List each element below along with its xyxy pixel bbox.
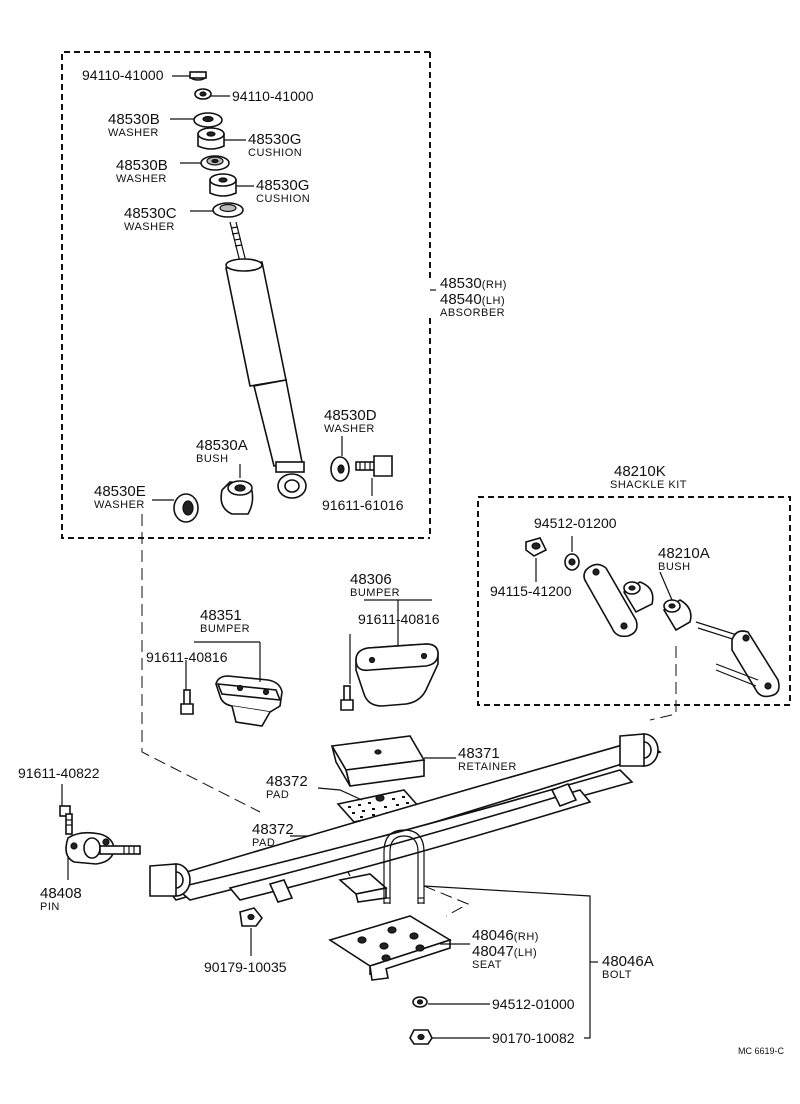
label-48371: 48371	[458, 745, 500, 762]
shock-absorber-icon	[225, 221, 307, 499]
u-bolt-icon	[383, 829, 425, 904]
absorber-group-box	[61, 51, 431, 539]
washer-94512-01000-icon	[412, 996, 428, 1008]
retainer-48371-icon	[330, 735, 426, 787]
label-48530e-sub: WASHER	[94, 499, 145, 511]
cushion-48530g-second-icon	[209, 173, 237, 197]
label-48408-sub: PIN	[40, 901, 60, 913]
bush-second-icon	[662, 599, 692, 632]
label-94110-41000-b: 94110-41000	[232, 88, 314, 104]
washer-48530d-icon	[330, 456, 350, 482]
washer-48530c-icon	[212, 202, 244, 218]
label-48530e: 48530E	[94, 483, 146, 500]
label-48210a: 48210A	[658, 545, 710, 562]
bush-48530a-icon	[220, 480, 254, 515]
label-absorber-sub: ABSORBER	[440, 307, 505, 319]
pin-48408-icon	[65, 831, 141, 865]
label-48210a-sub: BUSH	[658, 561, 691, 573]
label-91611-40816-a: 91611-40816	[358, 611, 440, 627]
label-48530d-sub: WASHER	[324, 423, 375, 435]
label-94115-41200: 94115-41200	[490, 583, 572, 599]
label-48530g-top: 48530G	[248, 131, 301, 148]
label-48210k-sub: SHACKLE KIT	[610, 479, 687, 491]
label-48540-lh: 48540(LH)	[440, 291, 505, 308]
bolt-91611-40816-a-icon	[340, 685, 354, 711]
bolt-91611-61016-icon	[355, 455, 393, 477]
nut-second-icon	[194, 88, 212, 100]
label-48530c: 48530C	[124, 205, 177, 222]
bolt-91611-40822-icon	[59, 805, 73, 835]
shackle-kit-group-box	[477, 496, 791, 706]
label-94110-41000-a: 94110-41000	[82, 67, 164, 83]
label-48530b-second: 48530B	[116, 157, 168, 174]
label-48530b-top: 48530B	[108, 111, 160, 128]
label-48372-top-sub: PAD	[266, 789, 289, 801]
cushion-48530g-top-icon	[197, 127, 225, 150]
label-48306: 48306	[350, 571, 392, 588]
seat-plate-icon	[328, 915, 452, 981]
washer-48530e-icon	[173, 493, 199, 523]
footer-code: MC 6619-C	[738, 1046, 785, 1056]
label-94512-01000: 94512-01000	[492, 996, 575, 1012]
label-48372-top: 48372	[266, 773, 308, 790]
label-48210k: 48210K	[614, 463, 666, 480]
washer-48530b-second-icon	[200, 155, 230, 171]
label-91611-61016: 91611-61016	[322, 497, 404, 513]
label-48408: 48408	[40, 885, 82, 902]
label-48046a-sub: BOLT	[602, 969, 632, 981]
label-48530g-top-sub: CUSHION	[248, 147, 302, 159]
label-48530a: 48530A	[196, 437, 248, 454]
pad-48372-bottom-icon	[338, 873, 388, 903]
washer-48530b-top-icon	[193, 112, 223, 128]
bumper-48351-icon	[215, 675, 283, 727]
label-48046-rh: 48046(RH)	[472, 927, 539, 944]
washer-94512-01200-icon	[564, 553, 580, 571]
part-labels: 94110-41000 94110-41000 48530B WASHER 48…	[18, 67, 785, 1056]
bumper-48306-icon	[355, 643, 439, 707]
shackle-plate-icon	[583, 563, 638, 638]
label-48306-sub: BUMPER	[350, 587, 400, 599]
label-48530c-sub: WASHER	[124, 221, 175, 233]
label-90170-10082: 90170-10082	[492, 1030, 575, 1046]
label-48530g-second: 48530G	[256, 177, 309, 194]
label-48371-sub: RETAINER	[458, 761, 517, 773]
shackle-bolt-plate-icon	[695, 621, 780, 698]
label-48530a-sub: BUSH	[196, 453, 229, 465]
label-48530b-top-sub: WASHER	[108, 127, 159, 139]
label-48530b-second-sub: WASHER	[116, 173, 167, 185]
label-90179-10035: 90179-10035	[204, 959, 287, 975]
label-48351-sub: BUMPER	[200, 623, 250, 635]
label-91611-40822: 91611-40822	[18, 765, 100, 781]
nut-90170-icon	[409, 1029, 433, 1045]
label-48530d: 48530D	[324, 407, 377, 424]
leaf-spring-icon	[149, 733, 662, 903]
nut-90179-icon	[239, 907, 264, 927]
label-seat-sub: SEAT	[472, 959, 502, 971]
nut-94115-icon	[525, 537, 548, 557]
label-48047-lh: 48047(LH)	[472, 943, 537, 960]
label-48530-rh: 48530(RH)	[440, 275, 507, 292]
nut-top-icon	[189, 71, 207, 81]
label-94512-01200: 94512-01200	[534, 515, 617, 531]
label-48351: 48351	[200, 607, 242, 624]
label-91611-40816-b: 91611-40816	[146, 649, 228, 665]
label-48530g-second-sub: CUSHION	[256, 193, 310, 205]
bolt-91611-40816-b-icon	[180, 689, 194, 715]
label-48046a: 48046A	[602, 953, 654, 970]
label-48372-bottom-sub: PAD	[252, 837, 275, 849]
label-48372-bottom: 48372	[252, 821, 294, 838]
bush-48210a-icon	[622, 581, 654, 614]
